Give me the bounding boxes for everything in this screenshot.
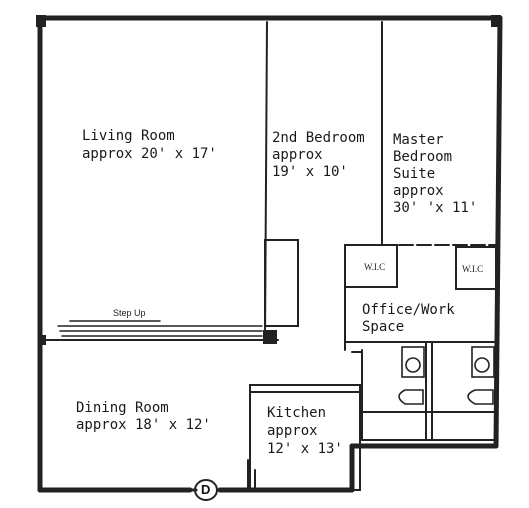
bath-fixtures bbox=[398, 346, 495, 405]
step-up-label: Step Up bbox=[113, 308, 146, 318]
master-line4: approx bbox=[393, 183, 444, 199]
living-room-name: Living Room bbox=[82, 128, 175, 144]
wic-right-label: W.I.C bbox=[462, 264, 484, 274]
living-room-size: approx 20' x 17' bbox=[82, 146, 217, 162]
master-line3: Suite bbox=[393, 166, 436, 182]
kitchen-approx: approx bbox=[267, 423, 318, 439]
dining-room-name: Dining Room bbox=[76, 400, 169, 416]
master-size: 30' 'x 11' bbox=[393, 200, 478, 216]
door-circle bbox=[194, 479, 218, 501]
master-line2: Bedroom bbox=[393, 149, 453, 165]
office-line1: Office/Work bbox=[362, 302, 455, 318]
wic-left-label: W.I.C bbox=[364, 262, 386, 272]
bedroom2-size: 19' x 10' bbox=[272, 164, 348, 180]
kitchen-name: Kitchen bbox=[267, 405, 327, 421]
office-line2: Space bbox=[362, 319, 405, 335]
door-label: D bbox=[201, 482, 211, 497]
bedroom2-name: 2nd Bedroom bbox=[272, 130, 365, 146]
kitchen-size: 12' x 13' bbox=[267, 441, 343, 457]
dining-room-size: approx 18' x 12' bbox=[76, 417, 211, 433]
interior-walls bbox=[41, 21, 497, 491]
master-line1: Master bbox=[393, 132, 444, 148]
bedroom2-approx: approx bbox=[272, 147, 323, 163]
step-up-lines bbox=[57, 320, 263, 337]
